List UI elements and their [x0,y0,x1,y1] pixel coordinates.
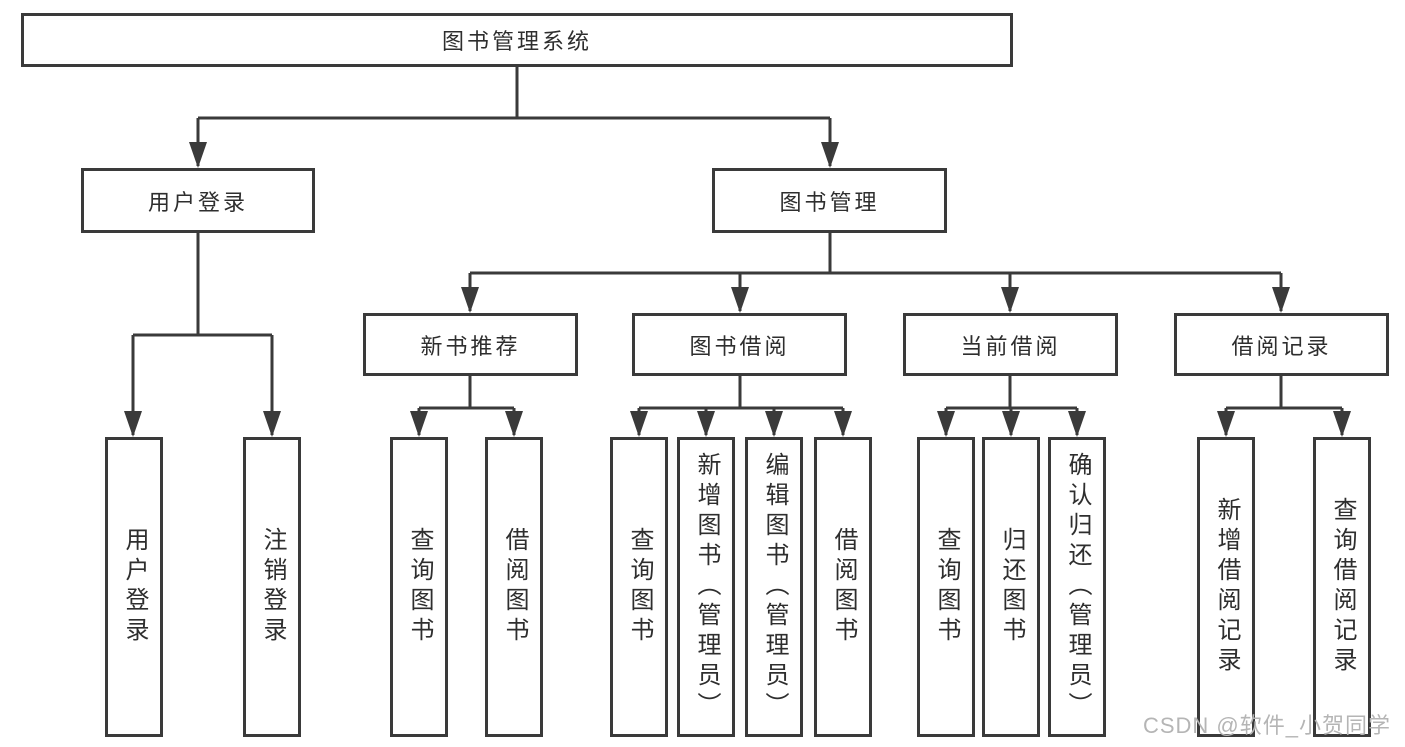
node-library-system: 图书管理系统 [21,13,1013,67]
leaf-user-login: 用户登录 [105,437,163,737]
leaf-newbooks-borrow-books: 借阅图书 [485,437,543,737]
csdn-watermark: CSDN @软件_小贺同学 [1142,713,1391,738]
leaf-newbooks-query-books: 查询图书 [390,437,448,737]
node-book-borrow: 图书借阅 [632,313,847,376]
leaf-borrow-borrow-books: 借阅图书 [814,437,872,737]
node-new-book-recommend: 新书推荐 [363,313,578,376]
arrowheads [124,142,1351,437]
node-user-login: 用户登录 [81,168,315,233]
leaf-current-return-books: 归还图书 [982,437,1040,737]
leaf-borrow-add-books-admin: 新增图书（管理员） [677,437,735,737]
leaf-borrow-query-books: 查询图书 [610,437,668,737]
leaf-current-confirm-return-admin: 确认归还（管理员） [1048,437,1106,737]
leaf-records-add-record: 新增借阅记录 [1197,437,1255,737]
node-borrow-records: 借阅记录 [1174,313,1389,376]
leaf-logout: 注销登录 [243,437,301,737]
node-current-borrow: 当前借阅 [903,313,1118,376]
leaf-borrow-edit-books-admin: 编辑图书（管理员） [745,437,803,737]
leaf-records-query-record: 查询借阅记录 [1313,437,1371,737]
node-book-management: 图书管理 [712,168,947,233]
leaf-current-query-books: 查询图书 [917,437,975,737]
